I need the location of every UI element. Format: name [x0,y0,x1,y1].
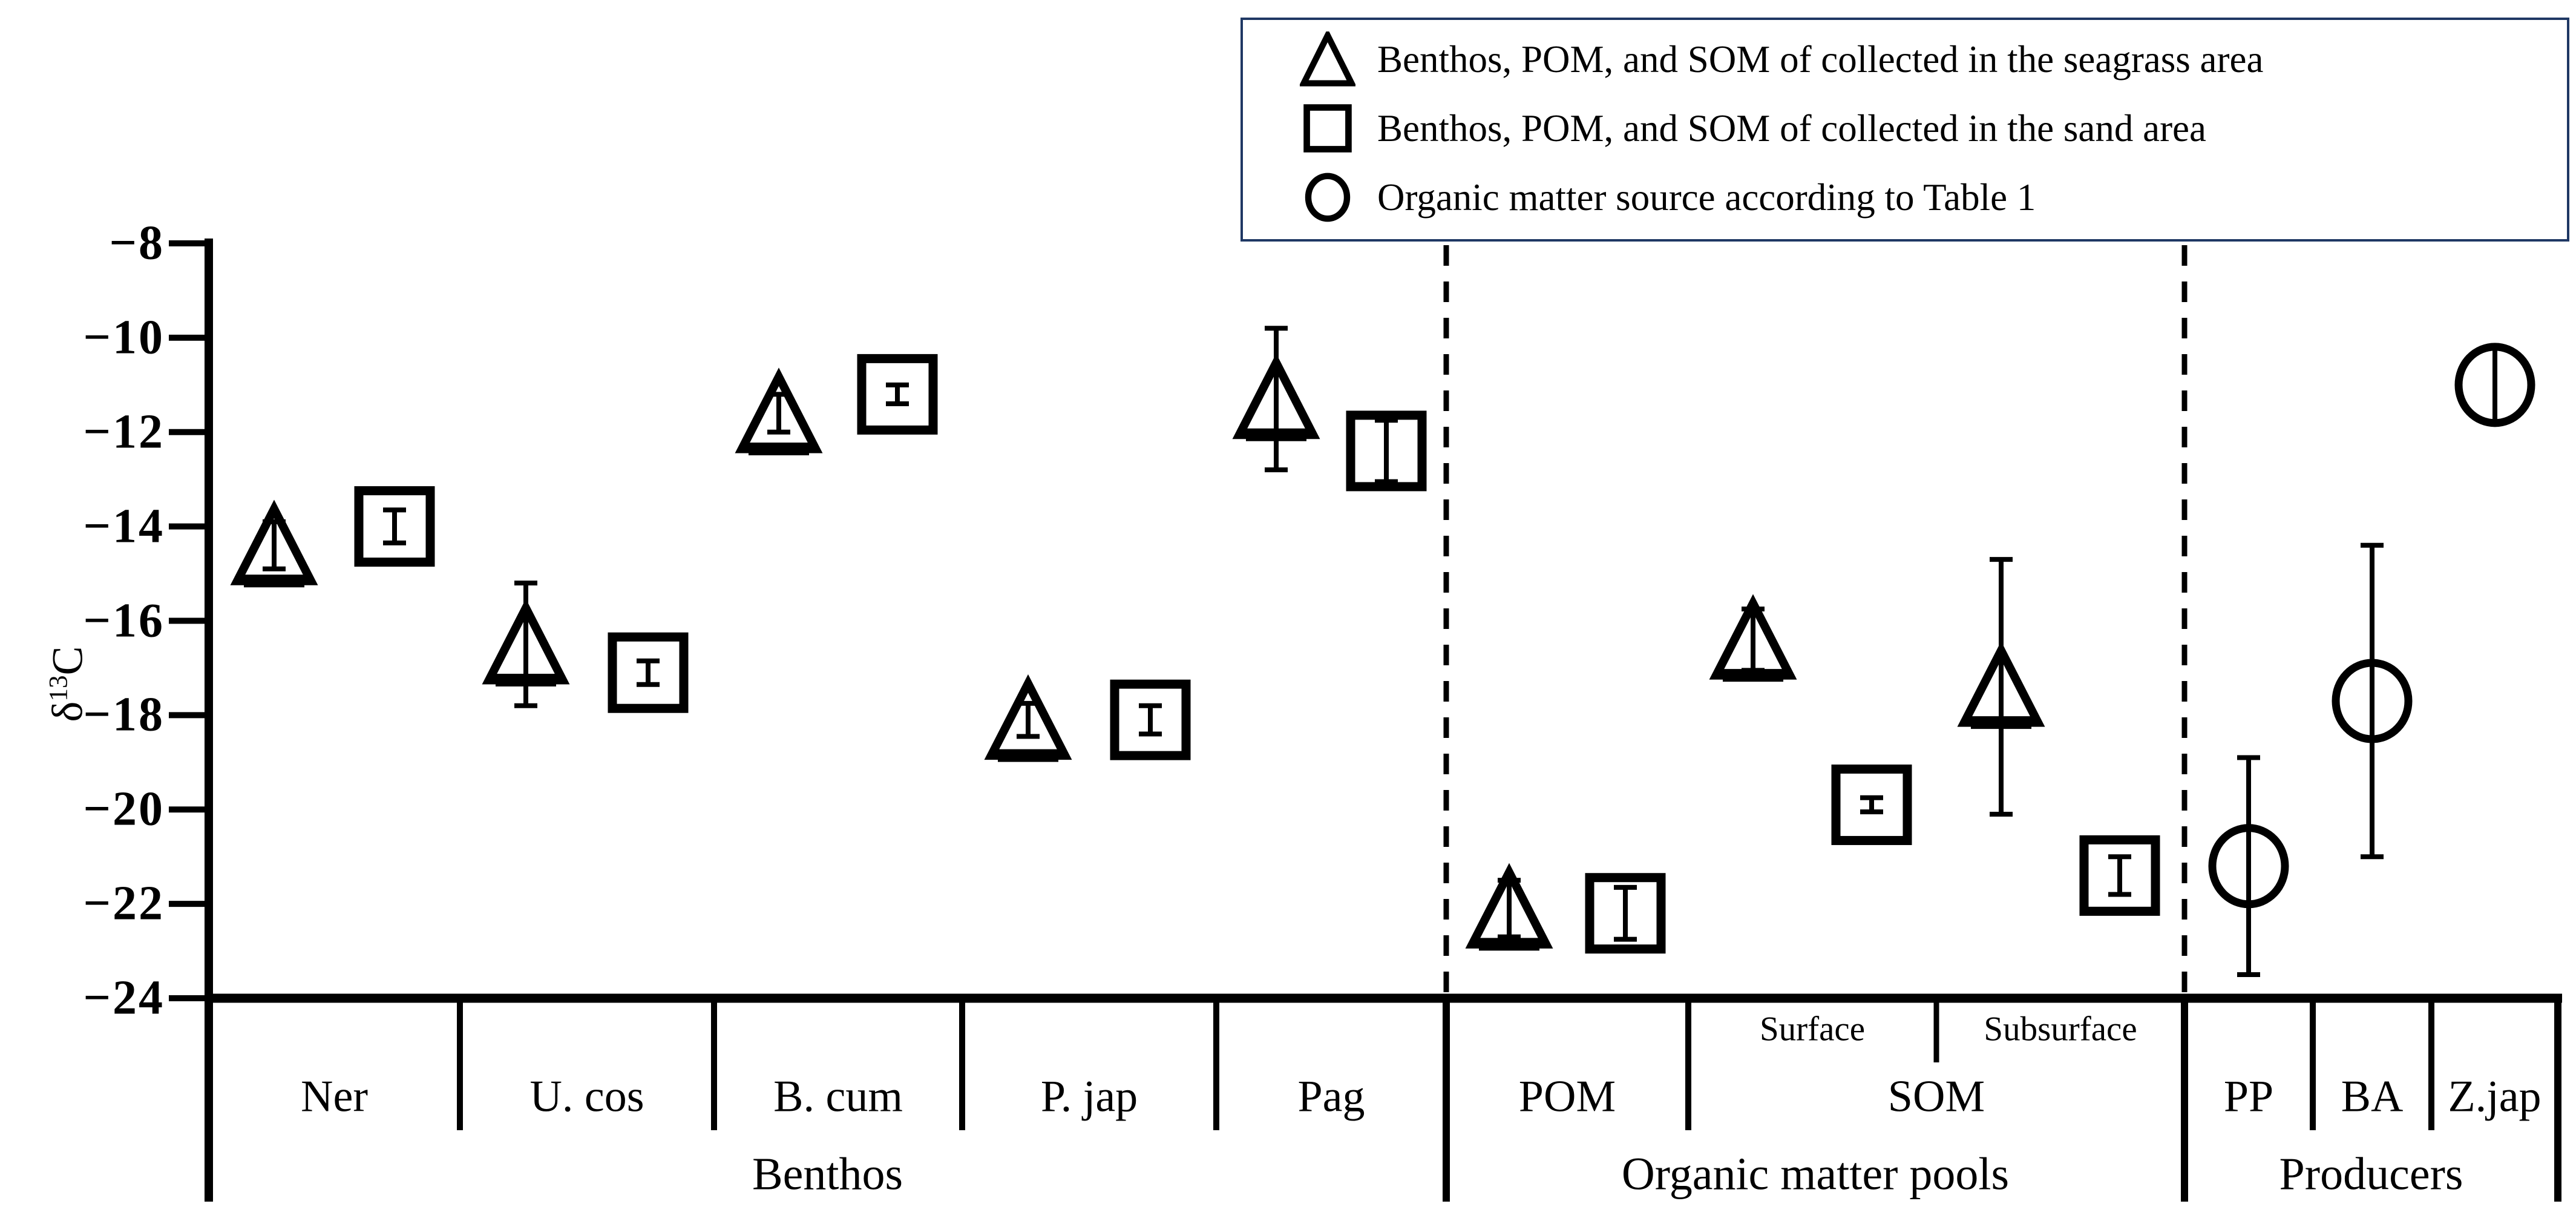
circle-marker [2332,659,2413,743]
legend-item-label: Benthos, POM, and SOM of collected in th… [1377,38,2264,81]
legend-item-seagrass: Benthos, POM, and SOM of collected in th… [1299,30,2555,88]
square-marker [1585,873,1666,954]
square-marker [857,354,938,435]
group-label-benthos: Benthos [752,1148,903,1200]
y-tick-label: −22 [83,877,165,930]
category-label-ucos: U. cos [529,1071,644,1122]
category-label-pp: PP [2223,1071,2274,1122]
circle-marker [2208,824,2289,909]
y-axis-title-superscript: 13 [44,675,73,702]
circle-marker-icon [1299,168,1357,226]
y-tick-label: −16 [83,594,165,647]
y-tick-label: −8 [109,216,165,270]
category-label-som: SOM [1887,1071,1985,1122]
square-marker [354,486,435,567]
legend-item-source: Organic matter source according to Table… [1299,168,2555,226]
y-tick-label: −10 [83,311,165,364]
subcategory-label-subsurface: Subsurface [1984,1010,2137,1048]
square-marker [608,632,689,713]
square-marker [1346,410,1427,492]
y-tick-label: −18 [83,688,165,742]
square-marker [2079,835,2160,916]
legend-item-label: Benthos, POM, and SOM of collected in th… [1377,107,2206,150]
category-label-ner: Ner [301,1071,368,1122]
legend-item-sand: Benthos, POM, and SOM of collected in th… [1299,99,2555,157]
category-label-ba: BA [2341,1071,2404,1122]
group-label-producers: Producers [2279,1148,2463,1200]
legend: Benthos, POM, and SOM of collected in th… [1240,18,2569,242]
y-tick-label: −20 [83,782,165,836]
y-tick-label: −12 [83,405,165,459]
square-marker-icon [1299,99,1357,157]
circle-marker [2454,343,2535,427]
y-tick-label: −14 [83,499,165,553]
subcategory-label-surface: Surface [1759,1010,1866,1048]
square-marker [1831,764,1912,845]
category-label-pjap: P. jap [1040,1071,1138,1122]
category-label-pom: POM [1518,1071,1616,1122]
square-marker [1110,679,1191,760]
category-label-bcum: B. cum [773,1071,903,1122]
triangle-marker-icon [1299,30,1357,88]
category-label-zjap: Z.jap [2448,1071,2542,1122]
category-label-pag: Pag [1297,1071,1365,1122]
legend-item-label: Organic matter source according to Table… [1377,176,2036,219]
y-tick-label: −24 [83,971,165,1025]
y-axis-title-c: C [43,646,92,676]
group-label-organic: Organic matter pools [1621,1148,2010,1200]
